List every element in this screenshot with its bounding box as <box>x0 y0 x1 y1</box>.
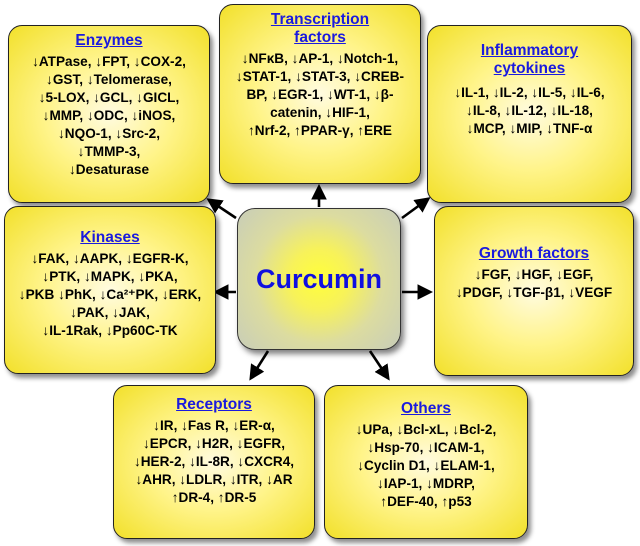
transcription-line: ↓NFκB, ↓AP-1, ↓Notch-1, <box>241 51 399 66</box>
others-title[interactable]: Others <box>401 400 451 417</box>
enzymes-box: Enzymes ↓ATPase, ↓FPT, ↓COX-2, ↓GST, ↓Te… <box>8 25 210 203</box>
kinase-line: ↓PAK, ↓JAK, <box>70 305 150 320</box>
kinase-line: ↓PKB ↓PhK, ↓Ca²⁺PK, ↓ERK, <box>18 287 202 302</box>
receptor-line: ↓AHR, ↓LDLR, ↓ITR, ↓AR <box>135 472 293 487</box>
enzyme-line: ↓GST, ↓Telomerase, <box>46 72 172 87</box>
curcumin-label: Curcumin <box>255 263 382 294</box>
kinases-list: ↓FAK, ↓AAPK, ↓EGFR-K, ↓PTK, ↓MAPK, ↓PKA,… <box>15 250 205 340</box>
receptors-list: ↓IR, ↓Fas R, ↓ER-α, ↓EPCR, ↓H2R, ↓EGFR, … <box>130 417 298 507</box>
others-box: Others ↓UPa, ↓Bcl-xL, ↓Bcl-2, ↓Hsp-70, ↓… <box>324 385 528 539</box>
receptor-line: ↓IR, ↓Fas R, ↓ER-α, <box>153 418 275 433</box>
transcription-factors-box: Transcription factors ↓NFκB, ↓AP-1, ↓Not… <box>219 4 421 184</box>
kinases-title[interactable]: Kinases <box>80 229 140 246</box>
others-line: ↓UPa, ↓Bcl-xL, ↓Bcl-2, <box>355 422 497 437</box>
enzyme-line: ↓ATPase, ↓FPT, ↓COX-2, <box>32 54 186 69</box>
others-line: ↓IAP-1, ↓MDRP, <box>377 476 475 491</box>
transcription-line: catenin, ↓HIF-1, <box>270 105 370 120</box>
enzyme-line: ↓5-LOX, ↓GCL, ↓GICL, <box>38 90 180 105</box>
kinase-line: ↓FAK, ↓AAPK, ↓EGFR-K, <box>31 251 189 266</box>
receptor-line: ↑DR-4, ↑DR-5 <box>171 490 257 505</box>
enzyme-line: ↓NQO-1, ↓Src-2, <box>58 126 160 141</box>
arrow-to-others <box>368 350 390 381</box>
arrow-to-receptors <box>249 350 270 381</box>
receptors-title[interactable]: Receptors <box>176 396 252 413</box>
transcription-factors-title[interactable]: Transcription factors <box>270 11 370 46</box>
inflammatory-cytokines-title[interactable]: Inflammatory cytokines <box>480 42 579 77</box>
receptor-line: ↓HER-2, ↓IL-8R, ↓CXCR4, <box>133 454 295 469</box>
enzymes-list: ↓ATPase, ↓FPT, ↓COX-2, ↓GST, ↓Telomerase… <box>28 53 190 179</box>
cytokine-line: ↓MCP, ↓MIP, ↓TNF-α <box>466 121 593 136</box>
inflammatory-cytokines-box: Inflammatory cytokines ↓IL-1, ↓IL-2, ↓IL… <box>427 25 632 203</box>
growth-factor-line: ↓FGF, ↓HGF, ↓EGF, <box>474 267 594 282</box>
transcription-factors-list: ↓NFκB, ↓AP-1, ↓Notch-1, ↓STAT-1, ↓STAT-3… <box>232 50 408 140</box>
others-line: ↑DEF-40, ↑p53 <box>380 494 472 509</box>
enzyme-line: ↓TMMP-3, <box>77 144 141 159</box>
growth-factor-line: ↓PDGF, ↓TGF-β1, ↓VEGF <box>455 285 613 300</box>
arrow-to-cytokines <box>401 197 431 220</box>
transcription-line: ↑Nrf-2, ↑PPAR-γ, ↑ERE <box>247 123 392 138</box>
enzyme-line: ↓Desaturase <box>68 162 150 177</box>
receptor-line: ↓EPCR, ↓H2R, ↓EGFR, <box>143 436 285 451</box>
growth-factors-box: Growth factors ↓FGF, ↓HGF, ↓EGF, ↓PDGF, … <box>434 206 634 376</box>
growth-factors-list: ↓FGF, ↓HGF, ↓EGF, ↓PDGF, ↓TGF-β1, ↓VEGF <box>452 266 616 302</box>
growth-factors-title[interactable]: Growth factors <box>478 245 590 262</box>
enzymes-title[interactable]: Enzymes <box>75 32 143 49</box>
transcription-line: ↓STAT-1, ↓STAT-3, ↓CREB- <box>235 69 405 84</box>
others-line: ↓Cyclin D1, ↓ELAM-1, <box>357 458 495 473</box>
transcription-line: BP, ↓EGR-1, ↓WT-1, ↓β- <box>246 87 394 102</box>
curcumin-center-box: Curcumin <box>237 208 401 350</box>
kinase-line: ↓IL-1Rak, ↓Pp60C-TK <box>42 323 178 338</box>
enzyme-line: ↓MMP, ↓ODC, ↓iNOS, <box>42 108 176 123</box>
inflammatory-cytokines-list: ↓IL-1, ↓IL-2, ↓IL-5, ↓IL-6, ↓IL-8, ↓IL-1… <box>450 84 608 138</box>
arrow-to-enzymes <box>206 198 237 220</box>
kinase-line: ↓PTK, ↓MAPK, ↓PKA, <box>42 269 178 284</box>
receptors-box: Receptors ↓IR, ↓Fas R, ↓ER-α, ↓EPCR, ↓H2… <box>113 385 315 539</box>
kinases-box: Kinases ↓FAK, ↓AAPK, ↓EGFR-K, ↓PTK, ↓MAP… <box>4 206 216 374</box>
cytokine-line: ↓IL-8, ↓IL-12, ↓IL-18, <box>466 103 593 118</box>
cytokine-line: ↓IL-1, ↓IL-2, ↓IL-5, ↓IL-6, <box>454 85 605 100</box>
others-list: ↓UPa, ↓Bcl-xL, ↓Bcl-2, ↓Hsp-70, ↓ICAM-1,… <box>352 421 501 511</box>
others-line: ↓Hsp-70, ↓ICAM-1, <box>367 440 485 455</box>
